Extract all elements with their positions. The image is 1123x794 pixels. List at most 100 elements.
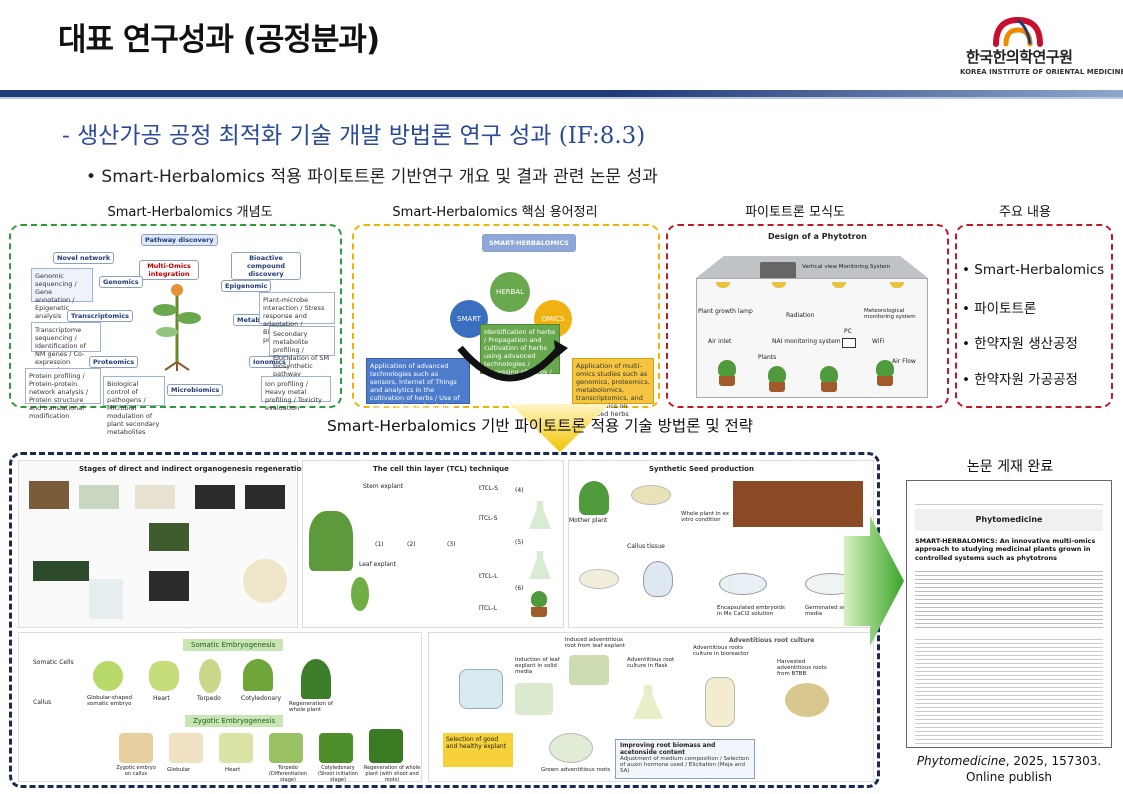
somatic-title: Somatic Embryogenesis (183, 639, 284, 651)
zygotic-photo-2 (169, 733, 203, 763)
tcl-l2-label: lTCL-L (479, 605, 497, 612)
meteo-label: Meteorological monitoring system (864, 308, 916, 320)
key-point-3: • 한약자원 생산공정 (962, 336, 1078, 352)
camera-panel (760, 262, 796, 280)
proteomics-node: Proteomics (89, 356, 139, 368)
callus-label: Callus tissue (627, 543, 665, 550)
paper-journal-top (915, 489, 1103, 505)
bullet-point: • Smart-Herbalomics 적용 파이토트론 기반연구 개요 및 결… (86, 167, 658, 187)
concept-header: Smart-Herbalomics 개념도 (107, 205, 273, 220)
flask-2 (529, 551, 551, 579)
somatic-photo-4 (243, 659, 273, 691)
main-content-header: 주요 내용 (999, 205, 1051, 220)
section-subtitle: - 생산가공 공정 최적화 기술 개발 방법론 연구 성과 (IF:8.3) (62, 123, 646, 149)
glossary-header: Smart-Herbalomics 핵심 용어정리 (392, 205, 598, 220)
zygotic-title: Zygotic Embryogenesis (185, 715, 284, 727)
genomics-card: Genomic sequencing / Gene annotation / E… (31, 268, 93, 320)
harvest-label: Harvested adventitious roots from BTBB (777, 659, 827, 677)
phytotron-roof (696, 256, 928, 278)
microbiomics-node: Microbiomics (167, 384, 224, 396)
induction-label: Induction of leaf explant in solid media (515, 657, 560, 675)
tcl-s2-label: lTCL-S (479, 515, 498, 522)
zygotic-label-1: Zygotic embryo on callus (116, 765, 156, 777)
herb-plant-drawing (309, 511, 353, 571)
citation-journal: Phytomedicine (916, 754, 1006, 768)
acclimation-photo (733, 481, 863, 527)
lamp-1 (716, 282, 730, 288)
acclimatization-photo (33, 561, 89, 581)
step-4-label: (4) (515, 487, 524, 494)
zygotic-label-6: Regeneration of whole plant (with shoot … (363, 765, 421, 783)
leaf-label: Leaf explant (359, 561, 397, 568)
epigenomic-node: Epigenomic (221, 280, 272, 292)
harvest-photo (785, 683, 829, 717)
rhizome-photo-6 (149, 523, 189, 551)
zygotic-label-3: Heart (225, 767, 241, 773)
selection-box: Selection of good and healthy explant (443, 733, 513, 767)
cycle-arrow-icon (457, 340, 568, 382)
vertical-view-label: Vertical view Monitoring System (802, 264, 891, 270)
rhizome-title: Stages of direct and indirect organogene… (79, 465, 375, 473)
grown-roots-label: Grown adventitious roots (541, 767, 611, 773)
somatic-photo-5 (301, 659, 331, 699)
step-2-label: (2) (407, 541, 416, 548)
callus-photo (243, 559, 287, 603)
rhizome-photo-4 (195, 485, 235, 509)
culture-flask (633, 685, 663, 719)
flask-culture-label: Adventitious root culture in flask (627, 657, 675, 669)
growth-lamp-label: Plant growth lamp (698, 308, 753, 315)
logo-korean-text: 한국한의학연구원 (966, 48, 1073, 66)
concept-diagram-box: Pathway discovery Novel network Bioactiv… (9, 224, 342, 436)
leaf-drawing (351, 577, 369, 611)
zygotic-photo-4 (269, 733, 303, 763)
transcriptomics-card: Transcriptome sequencing / Identificatio… (31, 322, 101, 374)
lamp-4 (890, 282, 904, 288)
globular-label: Globular-shaped somatic embryo (87, 695, 133, 707)
somatic-photo-1 (93, 661, 123, 691)
bioreactor-label: Adventitious roots culture in bioreactor (693, 645, 749, 657)
strategy-title: Smart-Herbalomics 기반 파이토트론 적용 기술 방법론 및 전… (326, 417, 754, 435)
adventitious-title: Adventitious root culture (729, 637, 815, 644)
plant-2 (768, 366, 786, 384)
header-divider-thin (0, 97, 1123, 99)
petri-dish-3 (719, 573, 767, 595)
tcl-title: The cell thin layer (TCL) technique (373, 465, 509, 473)
paper-abstract-lines (915, 568, 1103, 629)
plantlet-photo (89, 579, 123, 619)
regeneration-label: Regeneration of whole plant (289, 701, 333, 713)
step-5-label: (5) (515, 539, 524, 546)
mother-plant-label: Mother plant (569, 517, 608, 524)
right-arrow-icon (844, 516, 904, 646)
wifi-label: WiFi (872, 338, 885, 345)
zygotic-label-4: Torpedo (Differentiation stage) (269, 765, 307, 783)
header-divider (0, 90, 1123, 97)
paper-title: SMART-HERBALOMICS: An innovative multi-o… (915, 537, 1096, 562)
radiation-label: Radiation (786, 312, 815, 319)
plant-4 (876, 360, 894, 378)
improve-box: Improving root biomass and acetonside co… (615, 739, 755, 779)
embryogenesis-panel: Somatic Embryogenesis Somatic Cells Call… (18, 632, 422, 783)
rhizome-photo-3 (135, 485, 175, 509)
synthetic-panel: Synthetic Seed production Mother plant C… (568, 460, 874, 628)
phytotron-diagram-box: Design of a Phytotron Vertical view Moni… (666, 224, 949, 408)
step-6-label: (6) (515, 585, 524, 592)
zygotic-photo-1 (119, 733, 153, 763)
herbal-circle: HERBAL (490, 272, 530, 312)
rhizome-panel: Stages of direct and indirect organogene… (18, 460, 375, 628)
improve-title: Improving root biomass and acetonside co… (620, 742, 716, 756)
somatic-cells-label: Somatic Cells (33, 659, 74, 666)
somatic-photo-2 (149, 661, 179, 691)
petri-dish-1 (631, 485, 671, 505)
plant-center-icon (153, 284, 201, 371)
smart-card: Application of advanced technologies suc… (366, 358, 470, 450)
key-point-2: • 파이토트론 (962, 301, 1037, 317)
zygotic-photo-5 (319, 733, 353, 763)
somatic-photo-3 (199, 659, 221, 693)
plant-3 (820, 366, 838, 384)
bioactive-node: Bioactive compound discovery (231, 252, 301, 280)
explant-jar (459, 669, 503, 709)
bioreactor-photo (705, 677, 735, 727)
down-arrow-icon (510, 404, 610, 452)
flask-synthetic (643, 561, 673, 597)
zygotic-photo-6 (369, 729, 403, 763)
